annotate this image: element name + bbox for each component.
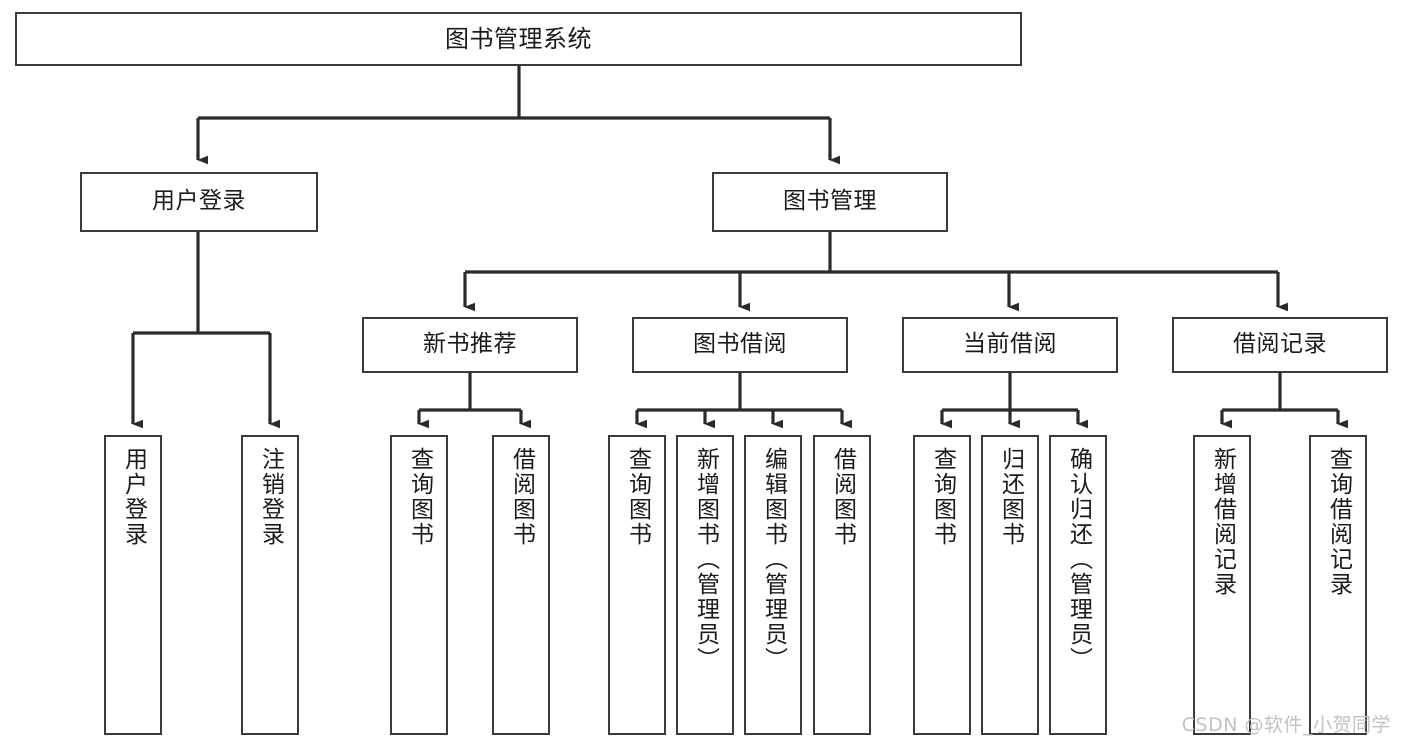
watermark: CSDN @软件_小贺同学 xyxy=(1181,714,1391,736)
node-label: 查询图书 xyxy=(406,447,433,547)
node-label: 确认归还（管理员） xyxy=(1065,447,1092,672)
node-leaf-logout[interactable]: 注销登录 xyxy=(241,435,299,735)
node-label: 借阅图书 xyxy=(508,447,535,547)
node-book-borrow[interactable]: 图书借阅 xyxy=(632,317,848,373)
node-label: 注销登录 xyxy=(257,447,284,547)
node-label: 编辑图书（管理员） xyxy=(760,447,787,672)
node-label: 查询图书 xyxy=(929,447,956,547)
node-label: 查询图书 xyxy=(624,447,651,547)
node-label: 图书管理系统 xyxy=(445,24,592,53)
node-label: 借阅图书 xyxy=(829,447,856,547)
node-new-book-recommend[interactable]: 新书推荐 xyxy=(362,317,578,373)
node-book-management[interactable]: 图书管理 xyxy=(712,172,948,232)
node-leaf-add-book-admin[interactable]: 新增图书（管理员） xyxy=(676,435,734,735)
node-label: 用户登录 xyxy=(152,188,246,215)
node-label: 新增图书（管理员） xyxy=(692,447,719,672)
node-leaf-user-login[interactable]: 用户登录 xyxy=(104,435,162,735)
node-label: 查询借阅记录 xyxy=(1325,447,1352,597)
node-label: 借阅记录 xyxy=(1233,331,1327,358)
node-leaf-edit-book-admin[interactable]: 编辑图书（管理员） xyxy=(744,435,802,735)
node-leaf-add-borrow-record[interactable]: 新增借阅记录 xyxy=(1193,435,1251,735)
node-label: 归还图书 xyxy=(997,447,1024,547)
node-leaf-query-borrow-record[interactable]: 查询借阅记录 xyxy=(1309,435,1367,735)
node-leaf-query-book-current[interactable]: 查询图书 xyxy=(913,435,971,735)
node-leaf-borrow-book-recommend[interactable]: 借阅图书 xyxy=(492,435,550,735)
node-label: 图书管理 xyxy=(783,188,877,215)
node-leaf-borrow-book[interactable]: 借阅图书 xyxy=(813,435,871,735)
node-label: 新书推荐 xyxy=(423,331,517,358)
node-leaf-query-book-recommend[interactable]: 查询图书 xyxy=(390,435,448,735)
node-leaf-query-book-borrow[interactable]: 查询图书 xyxy=(608,435,666,735)
node-label: 新增借阅记录 xyxy=(1209,447,1236,597)
node-current-borrow[interactable]: 当前借阅 xyxy=(902,317,1118,373)
node-label: 用户登录 xyxy=(120,447,147,547)
node-leaf-confirm-return-admin[interactable]: 确认归还（管理员） xyxy=(1049,435,1107,735)
node-label: 图书借阅 xyxy=(693,331,787,358)
node-user-login[interactable]: 用户登录 xyxy=(80,172,318,232)
node-label: 当前借阅 xyxy=(963,331,1057,358)
node-leaf-return-book[interactable]: 归还图书 xyxy=(981,435,1039,735)
node-root-library-system[interactable]: 图书管理系统 xyxy=(15,12,1022,66)
node-borrow-record[interactable]: 借阅记录 xyxy=(1172,317,1388,373)
